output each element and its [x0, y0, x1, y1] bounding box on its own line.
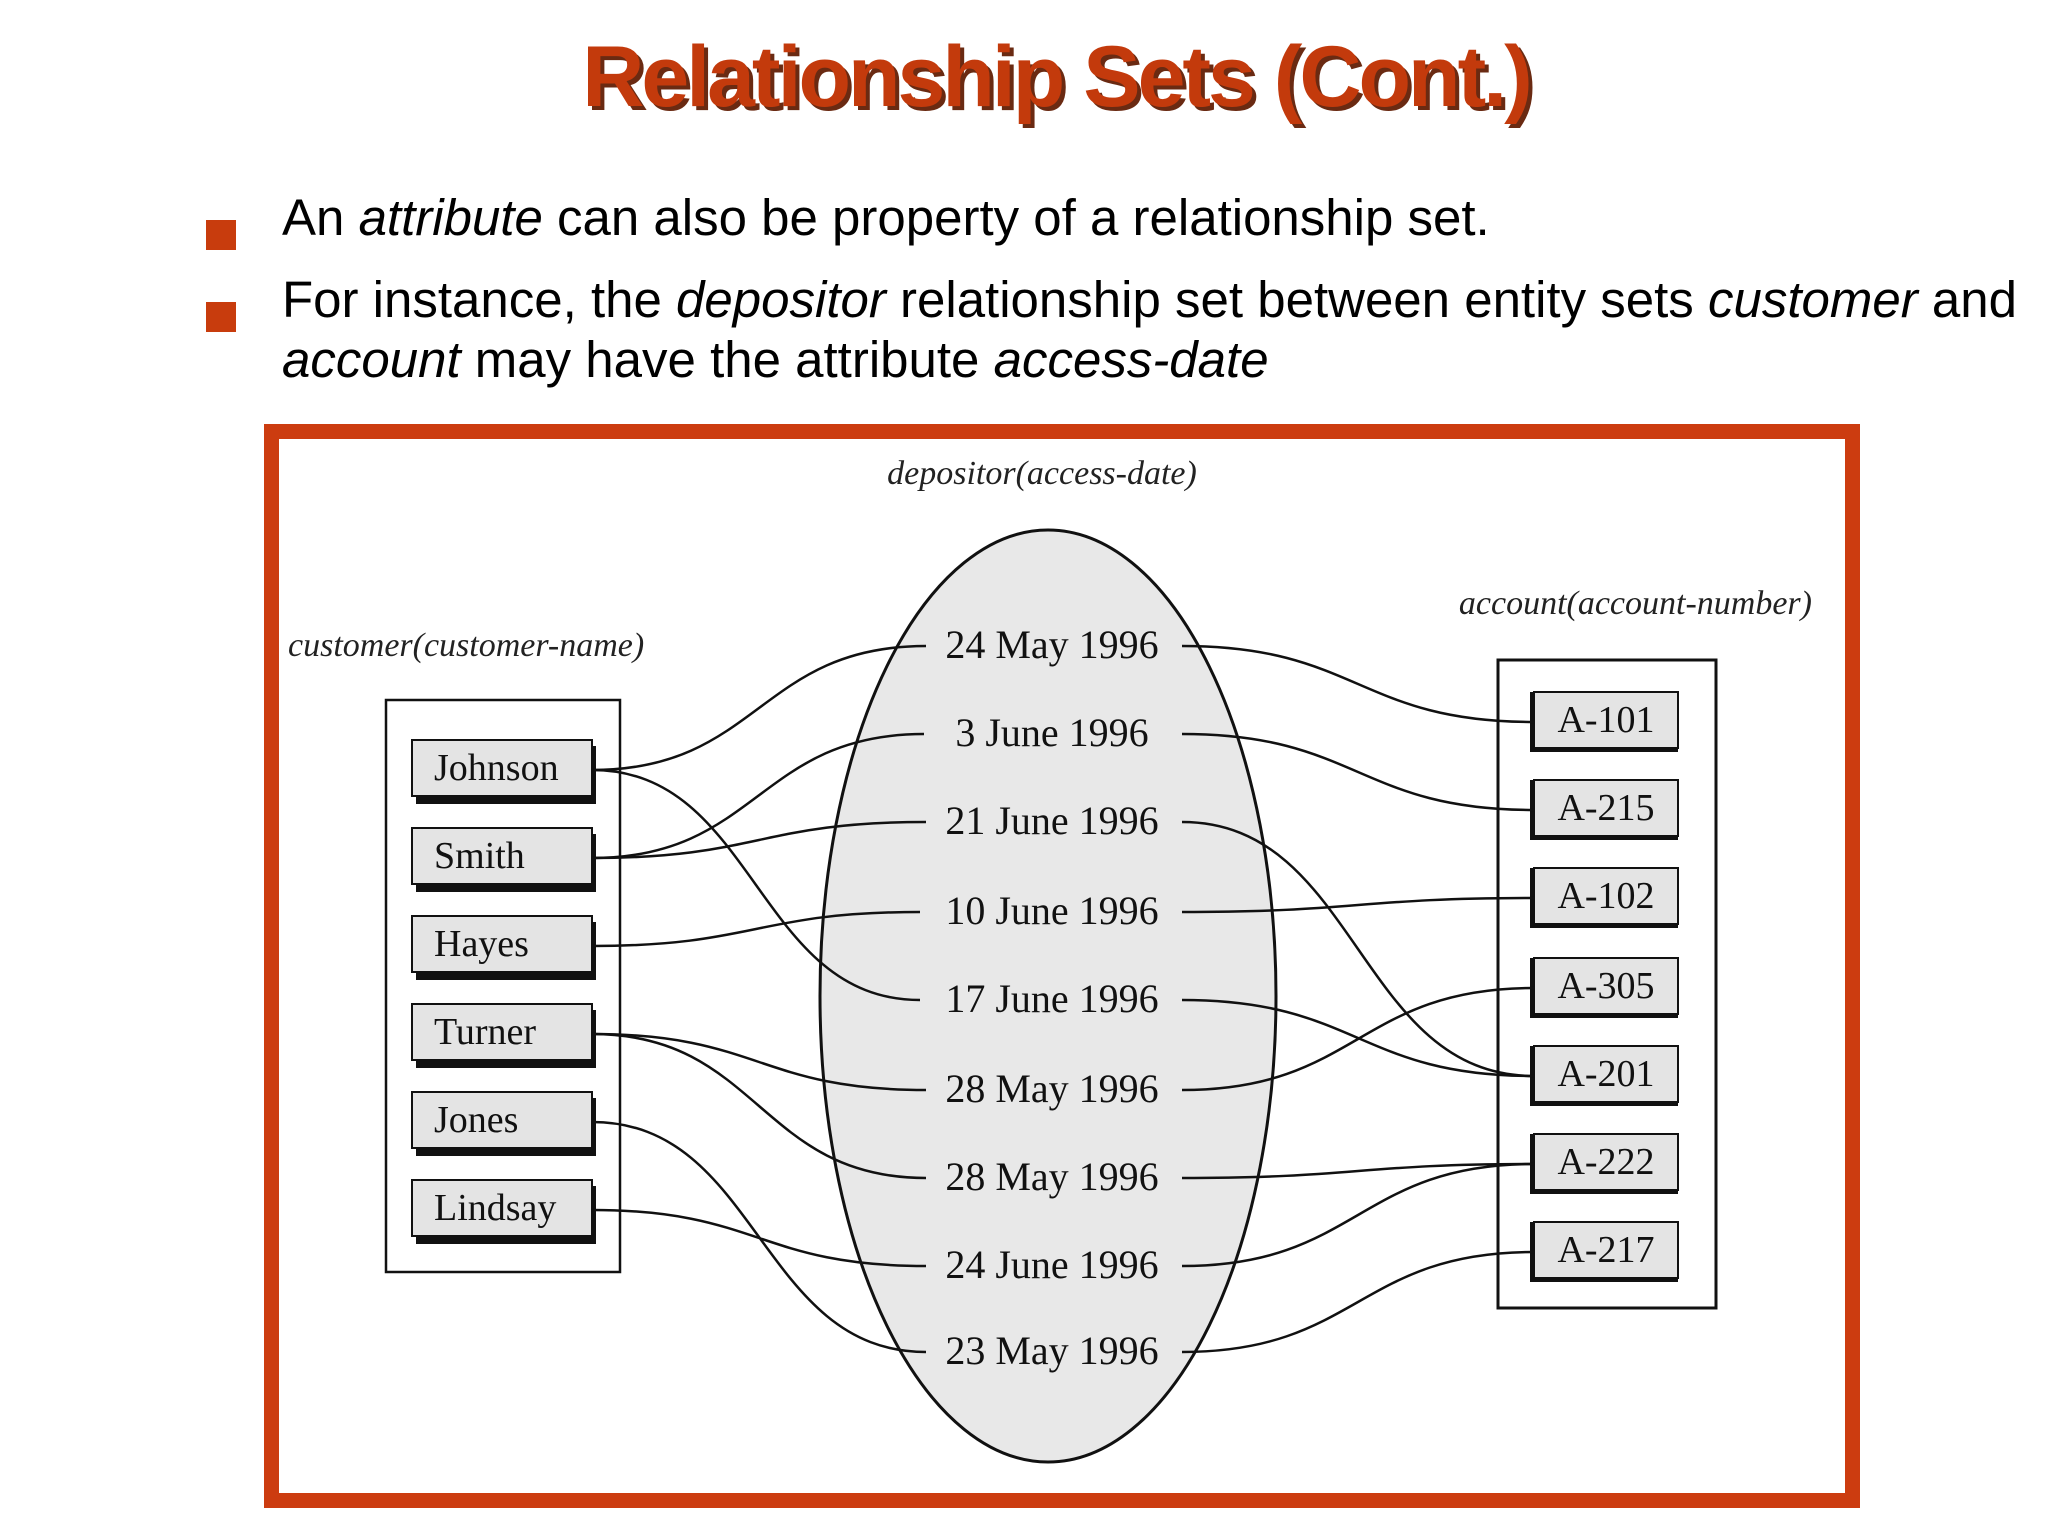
- bullet-text: An: [282, 189, 359, 246]
- square-bullet-icon: [206, 302, 236, 332]
- customer-date-link: [591, 1032, 927, 1180]
- access-date-label: 23 May 1996: [945, 1328, 1158, 1373]
- account-number: A-215: [1557, 787, 1654, 829]
- italic-term: account: [282, 331, 461, 388]
- account-set-box: [1496, 658, 1718, 1310]
- account-box: [1533, 1045, 1679, 1103]
- customer-name: Smith: [434, 835, 525, 877]
- bullet-list: An attribute can also be property of a r…: [200, 188, 2020, 412]
- customer-box: [411, 1091, 593, 1149]
- customer-set-label: customer(customer-name): [288, 627, 644, 664]
- account-number: A-305: [1557, 965, 1654, 1007]
- account-box: [1533, 1221, 1679, 1279]
- account-number: A-102: [1557, 875, 1654, 917]
- access-date-label: 24 June 1996: [945, 1242, 1158, 1287]
- account-number: A-201: [1557, 1053, 1654, 1095]
- date-account-link: [1181, 986, 1535, 1092]
- customer-date-link: [591, 644, 927, 772]
- customer-name: Lindsay: [434, 1187, 556, 1229]
- bullet-item: For instance, the depositor relationship…: [200, 270, 2020, 390]
- account-set-label: account(account-number): [1459, 585, 1812, 622]
- date-account-link: [1181, 896, 1535, 914]
- date-account-link: [1181, 1162, 1535, 1268]
- italic-term: depositor: [676, 271, 886, 328]
- date-account-link: [1181, 1250, 1535, 1354]
- customer-name: Jones: [434, 1099, 518, 1141]
- customer-box: [411, 1003, 593, 1061]
- customer-date-link: [591, 1032, 927, 1092]
- customer-date-link: [591, 732, 925, 860]
- square-bullet-icon: [206, 220, 236, 250]
- relationship-ellipse: [818, 528, 1278, 1464]
- customer-date-link: [591, 820, 927, 860]
- italic-term: access-date: [993, 331, 1269, 388]
- italic-term: customer: [1707, 271, 1918, 328]
- account-box: [1533, 957, 1679, 1015]
- date-account-link: [1181, 644, 1535, 724]
- bullet-text: relationship set between entity sets: [885, 271, 1708, 328]
- date-account-link: [1181, 732, 1535, 812]
- customer-date-link: [591, 1120, 927, 1354]
- bullet-text: For instance, the: [282, 271, 677, 328]
- access-date-label: 10 June 1996: [945, 888, 1158, 933]
- customer-name: Hayes: [434, 923, 529, 965]
- relationship-set-label: depositor(access-date): [887, 455, 1197, 492]
- customer-name: Johnson: [434, 747, 559, 789]
- customer-box: [411, 915, 593, 973]
- bullet-item: An attribute can also be property of a r…: [200, 188, 2020, 250]
- italic-term: attribute: [358, 189, 543, 246]
- account-box: [1533, 691, 1679, 749]
- access-date-label: 24 May 1996: [945, 622, 1158, 667]
- access-date-label: 17 June 1996: [945, 976, 1158, 1021]
- customer-set-box: [384, 698, 622, 1274]
- customer-box: [411, 1179, 593, 1237]
- date-account-link: [1181, 1162, 1535, 1180]
- account-box: [1533, 1133, 1679, 1191]
- slide-title: Relationship Sets (Cont.): [582, 29, 1532, 125]
- account-number: A-217: [1557, 1229, 1654, 1271]
- access-date-label: 28 May 1996: [945, 1066, 1158, 1111]
- account-box: [1533, 867, 1679, 925]
- access-date-label: 3 June 1996: [955, 710, 1148, 755]
- customer-date-link: [591, 910, 921, 948]
- bullet-text: and: [1917, 271, 2017, 328]
- customer-date-link: [591, 768, 921, 1002]
- customer-box: [411, 739, 593, 797]
- account-number: A-101: [1557, 699, 1654, 741]
- bullet-text: may have the attribute: [460, 331, 994, 388]
- access-date-label: 21 June 1996: [945, 798, 1158, 843]
- date-account-link: [1181, 820, 1535, 1078]
- access-date-label: 28 May 1996: [945, 1154, 1158, 1199]
- account-number: A-222: [1557, 1141, 1654, 1183]
- customer-box: [411, 827, 593, 885]
- customer-name: Turner: [434, 1011, 536, 1053]
- account-box: [1533, 779, 1679, 837]
- bullet-text: can also be property of a relationship s…: [542, 189, 1490, 246]
